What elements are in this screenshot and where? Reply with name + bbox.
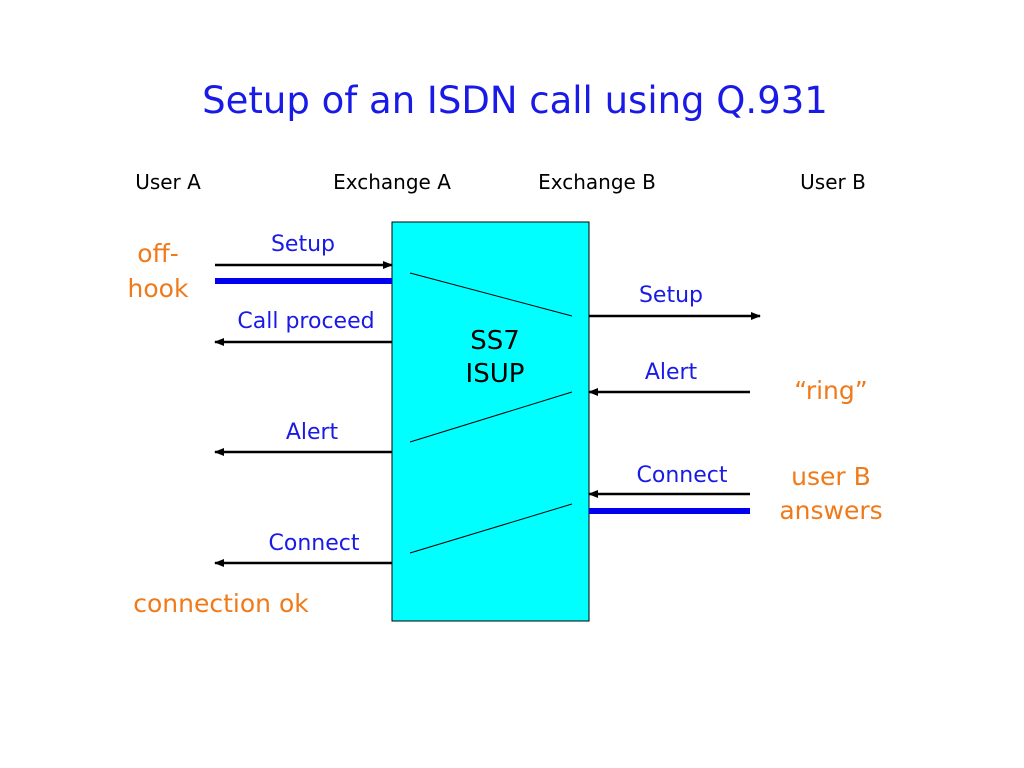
note-connection-ok: connection ok <box>133 589 309 618</box>
column-exchange-b: Exchange B <box>538 170 656 194</box>
note-ring: “ring” <box>794 376 867 405</box>
message-a-setup: Setup <box>271 232 335 257</box>
isup-alert-signal <box>409 391 573 443</box>
isup-setup-signal <box>409 272 573 317</box>
column-user-a: User A <box>135 170 201 194</box>
message-b-connect: Connect <box>637 463 728 488</box>
network-label-ss7: SS7 <box>470 326 520 356</box>
message-b-alert: Alert <box>645 360 698 385</box>
note-user-b-answers-line1: user B <box>791 462 871 491</box>
column-exchange-a: Exchange A <box>333 170 451 194</box>
isup-connect-signal <box>409 503 573 554</box>
note-user-b-answers-line2: answers <box>779 496 882 525</box>
message-a-call-proceed: Call proceed <box>237 309 374 334</box>
ss7-network-box <box>391 221 590 622</box>
note-off-hook-line2: hook <box>128 274 189 303</box>
note-off-hook-line1: off- <box>137 239 179 268</box>
bearer-channel-b <box>589 508 750 514</box>
message-b-setup: Setup <box>639 283 703 308</box>
network-label-isup: ISUP <box>466 359 525 389</box>
bearer-channel-a <box>215 278 392 284</box>
message-a-connect: Connect <box>269 531 360 556</box>
diagram-title: Setup of an ISDN call using Q.931 <box>202 79 828 122</box>
message-a-alert: Alert <box>286 420 339 445</box>
column-user-b: User B <box>800 170 866 194</box>
